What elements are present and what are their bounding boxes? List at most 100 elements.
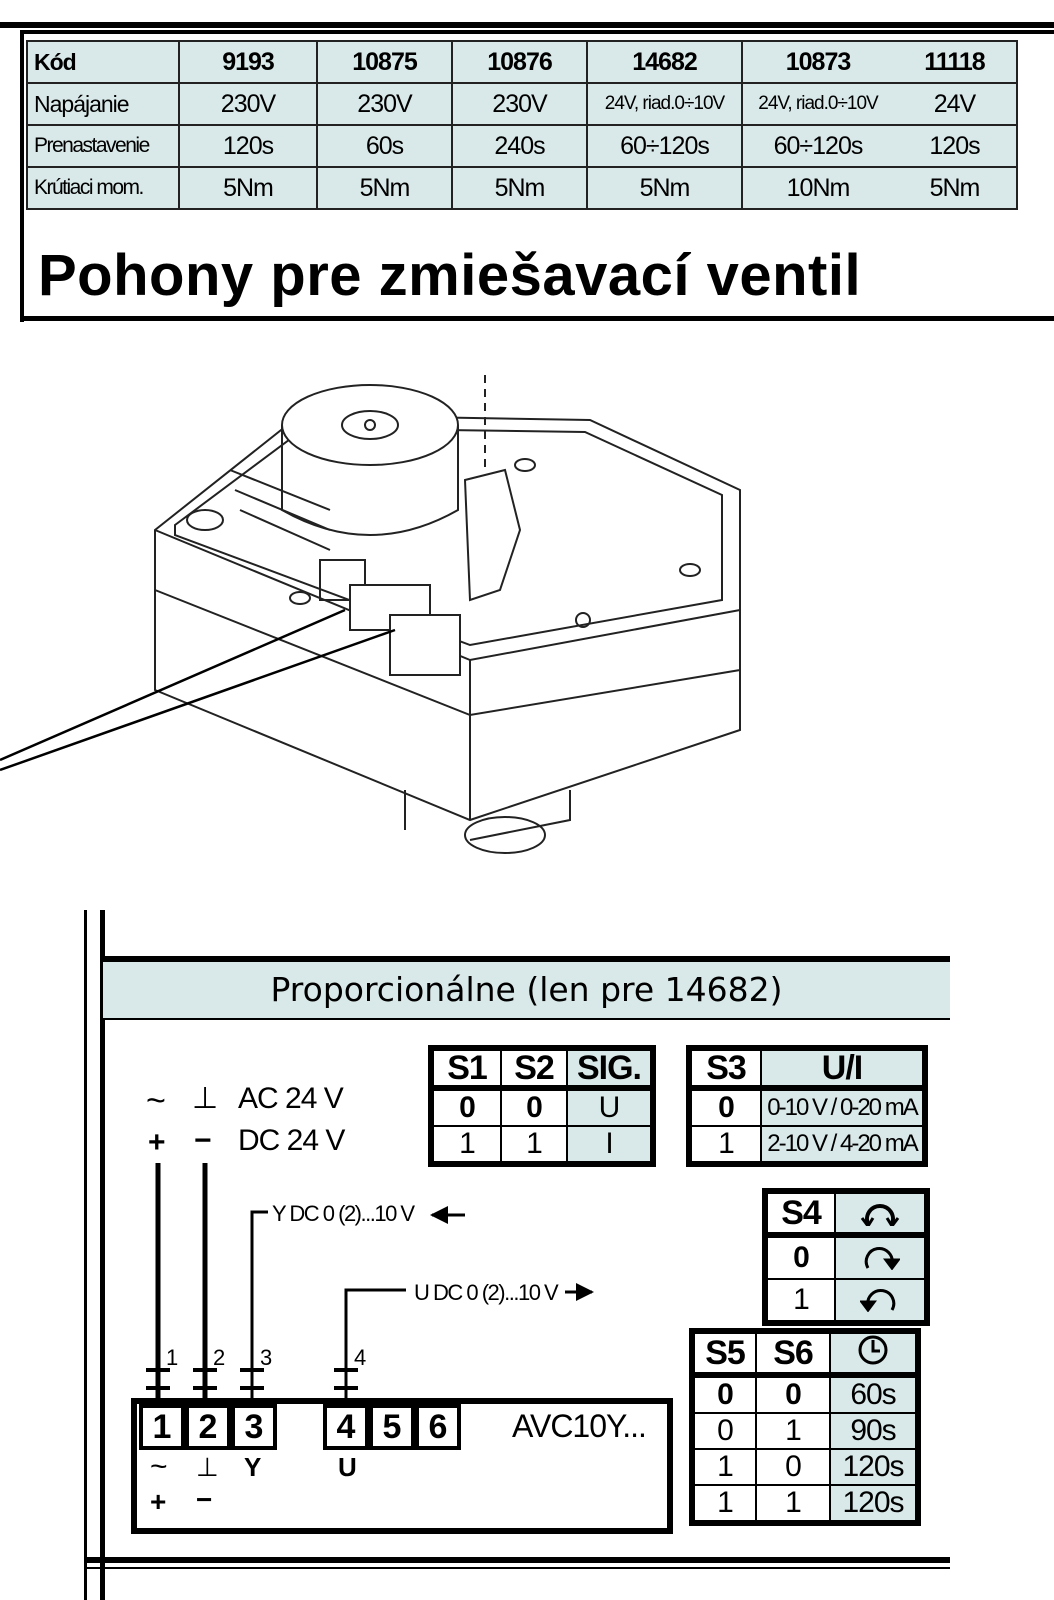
wire-number: 2 — [213, 1345, 225, 1370]
rotation-both-icon — [834, 1190, 928, 1238]
direction-switch-table: S4 0 1 — [762, 1188, 930, 1326]
frame-top — [20, 30, 1054, 34]
frame-bottom — [20, 316, 1054, 321]
header-cell: S2 — [500, 1047, 568, 1091]
cell: 5Nm — [316, 166, 453, 210]
terminal-4: 4 — [323, 1404, 369, 1450]
diagram-frame-left-outer — [84, 910, 87, 1600]
model-label: AVC10Y... — [512, 1408, 647, 1444]
cell: 5Nm — [893, 166, 1018, 210]
dc-label: DC 24 V — [238, 1124, 345, 1157]
terminal-1: 1 — [139, 1404, 185, 1450]
cell: 230V — [178, 82, 318, 126]
diagram-frame-bottom — [84, 1557, 950, 1563]
cell: 24V, riad.0÷10V — [586, 82, 743, 126]
cell: 0-10 V / 0-20 mA — [760, 1087, 926, 1127]
header-cell: S4 — [764, 1190, 836, 1238]
rotation-clockwise-icon — [834, 1234, 928, 1280]
header-cell: S5 — [691, 1330, 757, 1378]
spec-table: Kód 9193 10875 10876 14682 10873 11118 N… — [26, 40, 1018, 210]
header-cell: S1 — [430, 1047, 502, 1091]
cell: 1 — [688, 1125, 762, 1165]
terminal-3: 3 — [231, 1404, 277, 1450]
u-signal-label: U DC 0 (2)...10 V — [414, 1280, 559, 1305]
terminal-6: 6 — [415, 1404, 461, 1450]
cell: 60s — [829, 1374, 919, 1414]
cell: 60s — [316, 124, 453, 168]
cell: 0 — [755, 1374, 831, 1414]
cell: 60÷120s — [741, 124, 893, 168]
row-label: Napájanie — [26, 82, 180, 126]
terminal-label: ~ — [150, 1450, 168, 1483]
page-title: Pohony pre zmiešavací ventil — [38, 243, 862, 308]
terminal-label: − — [196, 1484, 213, 1515]
cell: 1 — [500, 1125, 568, 1165]
cell: 120s — [893, 124, 1018, 168]
actuator-illustration — [0, 375, 741, 854]
cell: U — [566, 1087, 654, 1127]
cell: 5Nm — [178, 166, 318, 210]
terminal-2: 2 — [185, 1404, 231, 1450]
cell: 5Nm — [451, 166, 588, 210]
cell: 90s — [829, 1412, 919, 1450]
header-cell: S6 — [755, 1330, 831, 1378]
terminal-label: U — [338, 1452, 357, 1482]
cell: 0 — [755, 1448, 831, 1486]
cell: 230V — [316, 82, 453, 126]
cell: 0 — [691, 1412, 757, 1450]
cell: 0 — [430, 1087, 502, 1127]
cell: 60÷120s — [586, 124, 743, 168]
header-cell: SIG. — [566, 1047, 654, 1091]
dc-plus-symbol: + — [148, 1126, 165, 1159]
ac-symbol: ~ — [146, 1082, 165, 1120]
header-cell: 11118 — [893, 40, 1018, 84]
cell: 1 — [430, 1125, 502, 1165]
cell: 1 — [691, 1448, 757, 1486]
cell: 120s — [829, 1484, 919, 1524]
diagram-frame-bottom-thin — [84, 1567, 950, 1569]
table-row: Prenastavenie 120s 60s 240s 60÷120s 60÷1… — [26, 124, 1018, 168]
cell: 0 — [688, 1087, 762, 1127]
wire-number: 1 — [166, 1345, 178, 1370]
cell: 0 — [691, 1374, 757, 1414]
table-row: Napájanie 230V 230V 230V 24V, riad.0÷10V… — [26, 82, 1018, 126]
ac-ground-symbol: ⊥ — [192, 1082, 217, 1115]
frame-left — [20, 30, 24, 322]
cell: I — [566, 1125, 654, 1165]
row-label: Prenastavenie — [26, 124, 180, 168]
cell: 120s — [178, 124, 318, 168]
cell: 230V — [451, 82, 588, 126]
cell: 1 — [755, 1484, 831, 1524]
cell: 0 — [500, 1087, 568, 1127]
cell: 2-10 V / 4-20 mA — [760, 1125, 926, 1165]
header-cell: 9193 — [178, 40, 318, 84]
wire-number: 4 — [354, 1345, 366, 1370]
header-cell: Kód — [26, 40, 180, 84]
terminal-label: Y — [244, 1452, 262, 1482]
table-row: Kód 9193 10875 10876 14682 10873 11118 — [26, 40, 1018, 84]
ac-label: AC 24 V — [238, 1082, 344, 1115]
cell: 24V, riad.0÷10V — [741, 82, 893, 126]
cell: 240s — [451, 124, 588, 168]
terminal-block — [131, 1398, 673, 1534]
cell: 5Nm — [586, 166, 743, 210]
cell: 1 — [755, 1412, 831, 1450]
diagram-frame-left-inner — [100, 910, 105, 1600]
cell: 1 — [764, 1278, 836, 1324]
terminal-label: ⊥ — [196, 1452, 219, 1482]
terminal-label: + — [150, 1486, 167, 1517]
cell: 10Nm — [741, 166, 893, 210]
clock-icon — [829, 1330, 919, 1378]
table-row: Krútiaci mom. 5Nm 5Nm 5Nm 5Nm 10Nm 5Nm — [26, 166, 1018, 210]
cell: 1 — [691, 1484, 757, 1524]
diagram-frame-top — [100, 956, 950, 963]
rotation-counterclockwise-icon — [834, 1278, 928, 1324]
row-label: Krútiaci mom. — [26, 166, 180, 210]
terminal-5: 5 — [369, 1404, 415, 1450]
wire-number: 3 — [260, 1345, 272, 1370]
dc-minus-symbol: − — [194, 1124, 211, 1157]
header-cell: 10875 — [316, 40, 453, 84]
